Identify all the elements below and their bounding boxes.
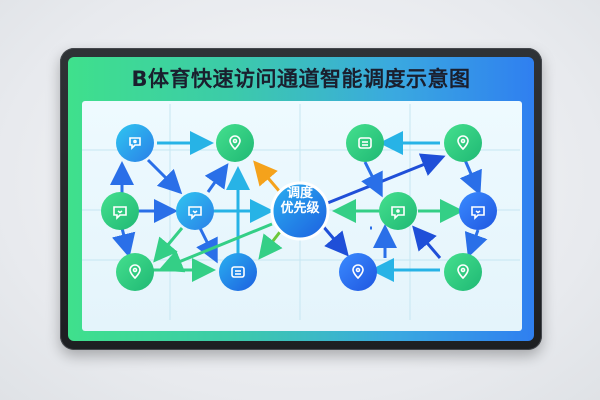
chat-pin-icon bbox=[129, 137, 141, 150]
right-nodes bbox=[339, 124, 497, 291]
node-chat bbox=[379, 192, 417, 230]
center-label-line1: 调度 bbox=[286, 186, 313, 201]
chat-icon bbox=[113, 206, 127, 220]
arrow bbox=[361, 161, 383, 198]
arrow bbox=[320, 224, 349, 257]
node-chat bbox=[101, 192, 139, 230]
node-message bbox=[346, 124, 384, 162]
right-cluster-arrows bbox=[332, 131, 488, 282]
center-node bbox=[270, 181, 330, 241]
pin-icon bbox=[229, 135, 241, 151]
center-label-line2: 优先级 bbox=[280, 201, 320, 216]
arrow bbox=[111, 227, 136, 258]
arrow bbox=[146, 158, 183, 195]
arrow bbox=[196, 227, 218, 264]
chat-icon bbox=[391, 206, 405, 220]
node-pin bbox=[459, 192, 497, 230]
node-chat bbox=[176, 192, 214, 230]
pin-icon bbox=[457, 264, 469, 280]
node-message bbox=[219, 253, 257, 291]
arrow bbox=[204, 163, 229, 193]
pin-icon bbox=[352, 264, 364, 280]
message-icon bbox=[231, 266, 245, 278]
pin-icon bbox=[129, 264, 141, 280]
diagram-title: B体育快速访问通道智能调度示意图 bbox=[131, 67, 471, 91]
arrow bbox=[324, 153, 446, 206]
chat-icon bbox=[188, 206, 202, 220]
node-icons bbox=[113, 135, 485, 280]
arrow bbox=[464, 229, 488, 258]
arrow bbox=[258, 227, 285, 260]
arrow bbox=[412, 225, 442, 259]
pin-icon bbox=[471, 206, 485, 220]
arrow bbox=[158, 222, 273, 273]
arrow bbox=[253, 160, 282, 193]
message-icon bbox=[358, 137, 372, 149]
pin-icon bbox=[457, 135, 469, 151]
arrow bbox=[459, 159, 482, 196]
center-node-label: 调度 优先级 bbox=[270, 186, 330, 216]
